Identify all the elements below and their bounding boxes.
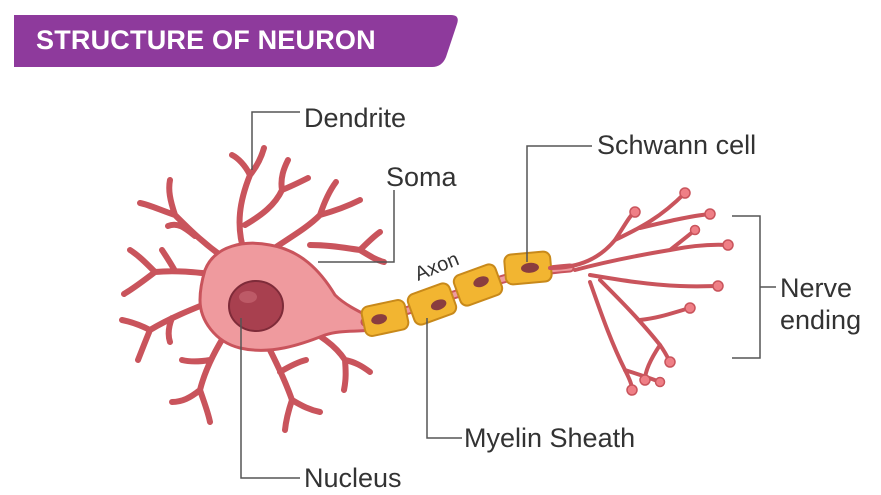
nucleus-highlight	[239, 291, 257, 303]
schwann-cell-label: Schwann cell	[597, 130, 756, 160]
nerve-ending-label-line1: Nerve	[780, 273, 852, 303]
nerve-endings	[550, 193, 728, 390]
myelin-segment	[360, 299, 409, 337]
nucleus-label: Nucleus	[304, 463, 402, 493]
myelin-sheath-label: Myelin Sheath	[464, 423, 635, 453]
nerve-ending-label-line2: ending	[780, 305, 861, 335]
schwann-cell-leader-line	[527, 146, 592, 262]
myelin-sheath-leader-line	[427, 318, 462, 438]
soma-body	[200, 243, 372, 350]
myelin-segment	[504, 251, 552, 285]
dendrite-label: Dendrite	[304, 103, 406, 133]
nucleus-shape	[229, 281, 283, 331]
nerve-ending-bracket	[732, 216, 776, 358]
myelin-segment	[406, 281, 458, 326]
soma-label: Soma	[386, 162, 458, 192]
